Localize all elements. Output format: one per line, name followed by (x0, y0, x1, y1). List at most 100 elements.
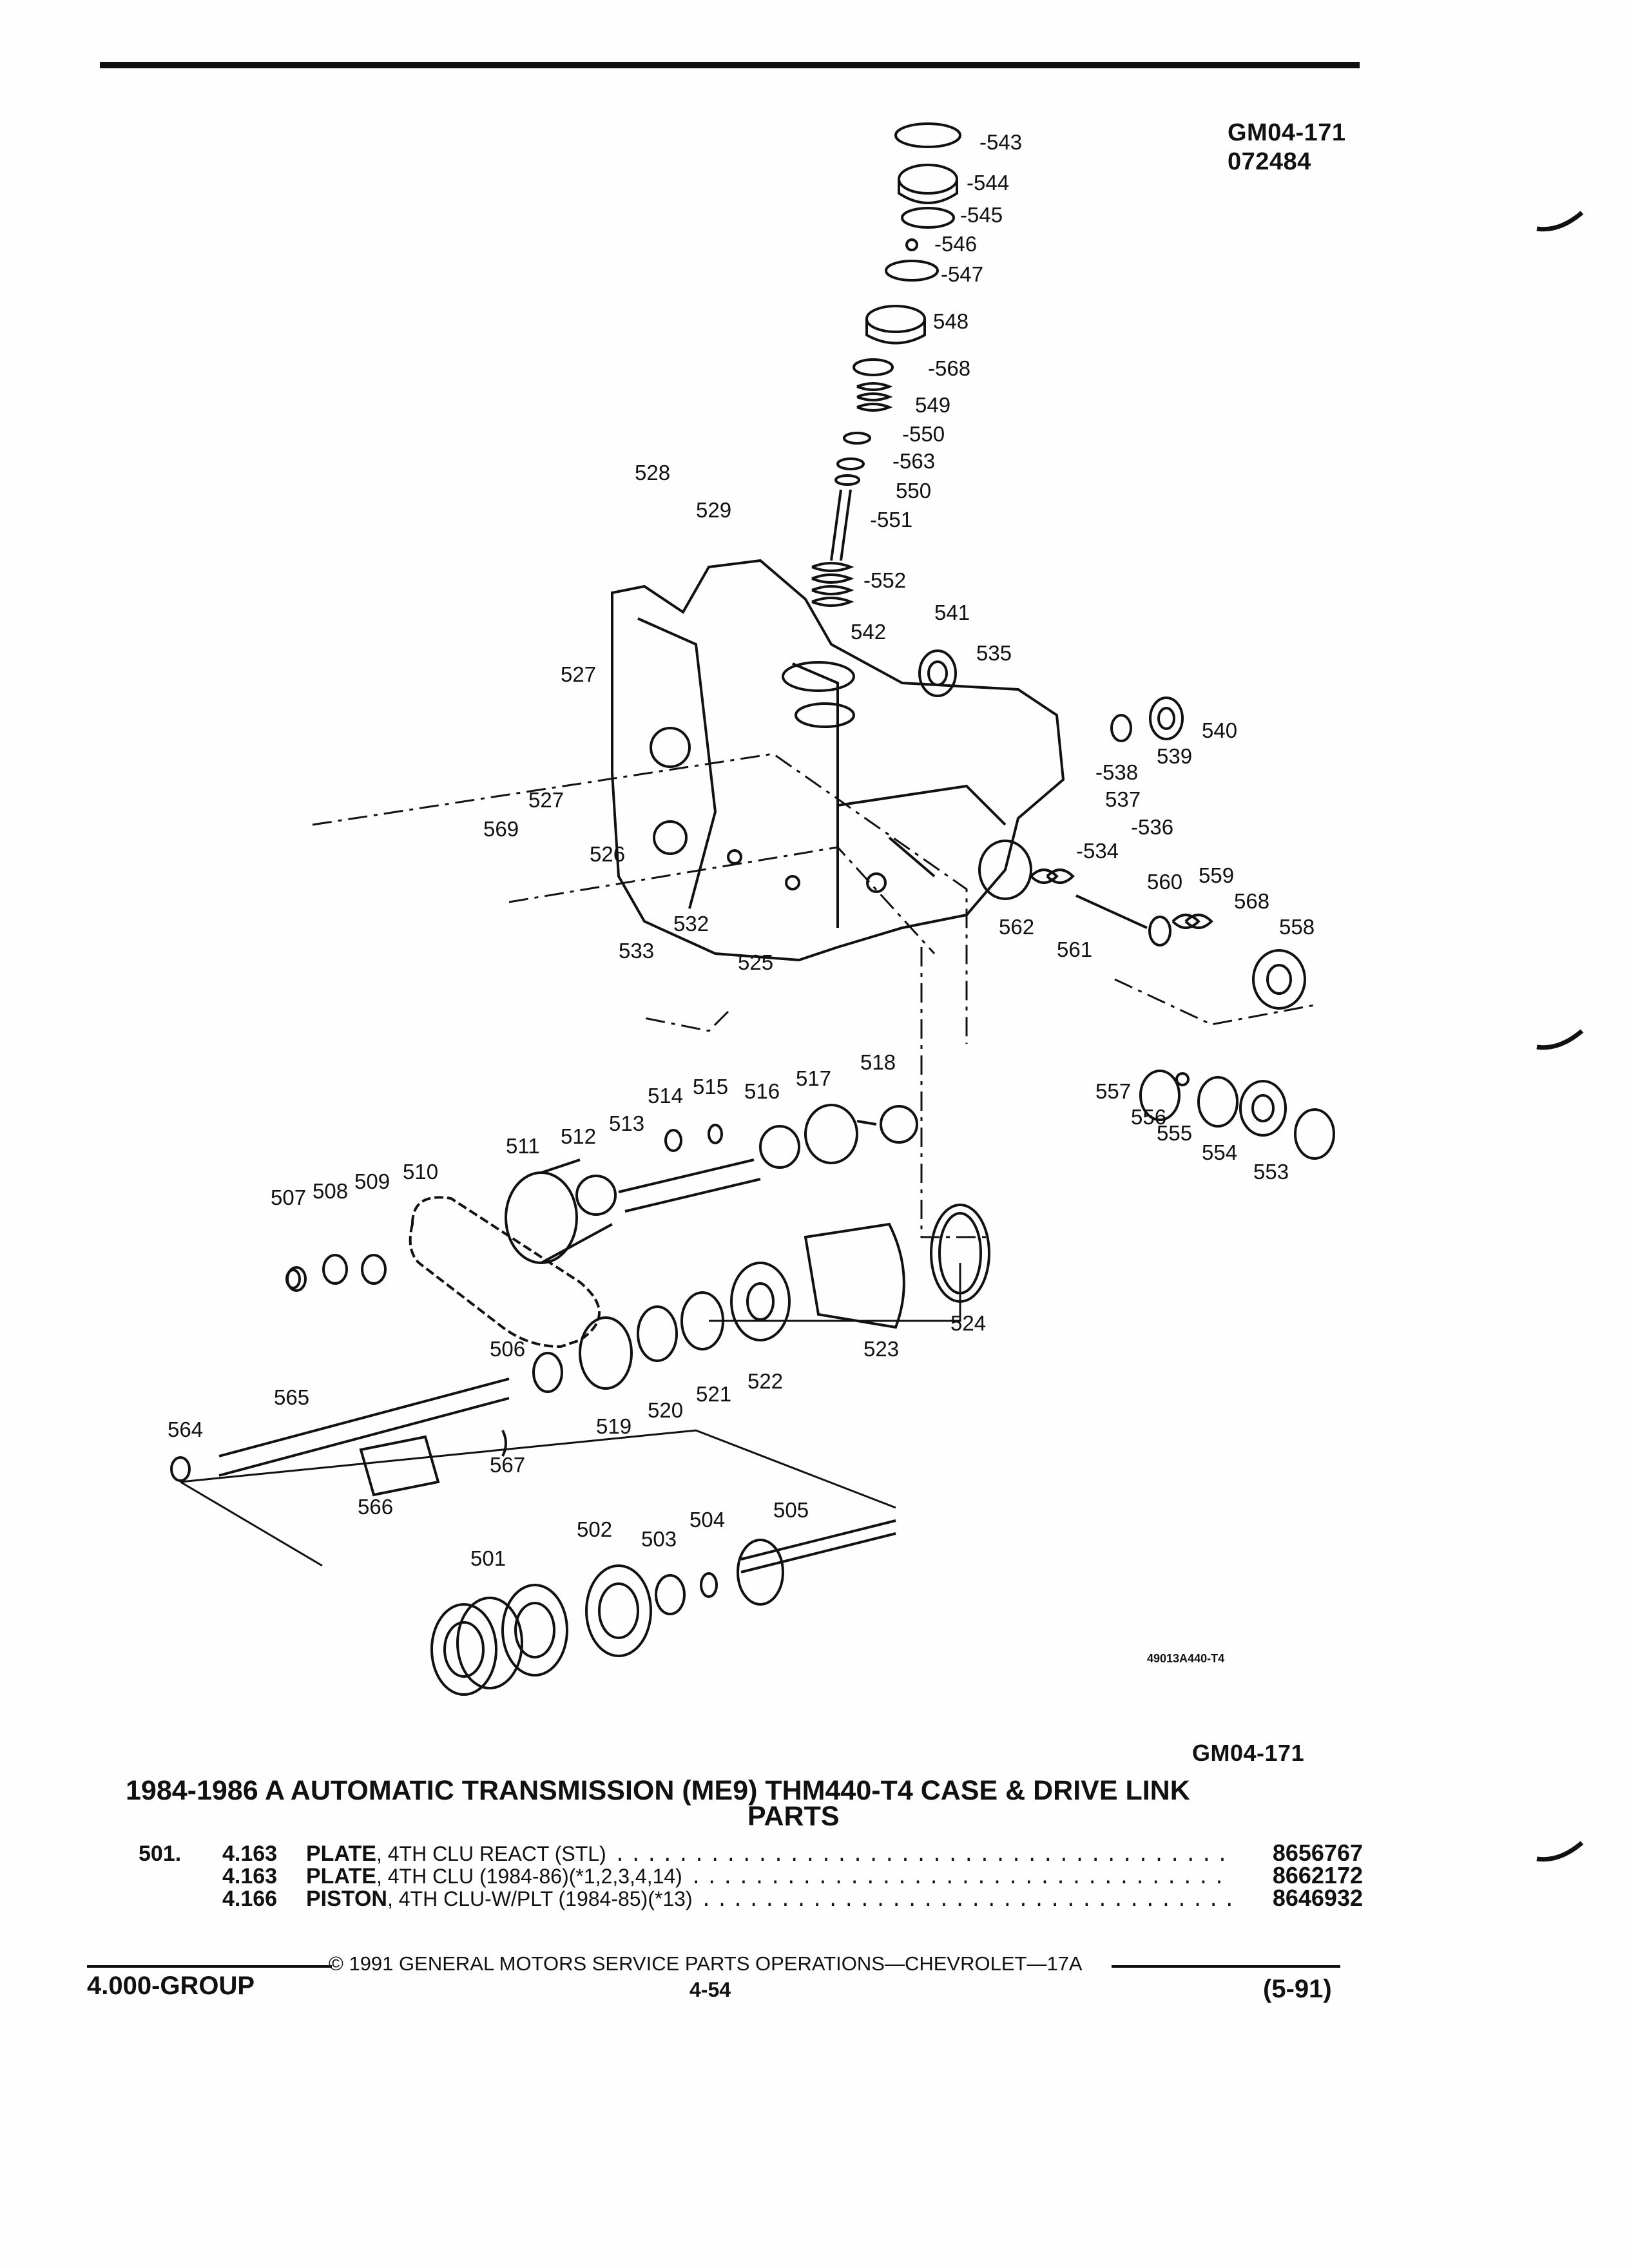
callout-label: 528 (635, 461, 670, 485)
callout-label: 513 (609, 1111, 644, 1135)
callout-label: 505 (773, 1498, 809, 1522)
callout-label: -550 (902, 422, 945, 446)
callout-label: 508 (313, 1179, 348, 1203)
callout-label: 515 (693, 1075, 728, 1099)
image-id: 49013A440-T4 (1147, 1652, 1224, 1665)
part-name: PISTON (306, 1887, 387, 1911)
callout-label: -568 (928, 356, 970, 380)
margin-mark (1536, 1841, 1584, 1862)
footer-page-number: 4-54 (689, 1978, 731, 2001)
callout-label: 522 (747, 1369, 783, 1393)
callout-label: 556 (1131, 1105, 1166, 1129)
top-rule (100, 62, 1360, 68)
side-parts (918, 649, 1335, 1160)
callout-label: 554 (1202, 1140, 1237, 1164)
callout-label: -552 (863, 568, 906, 592)
part-description: PLATE, 4TH CLU (1984-86)(*1,2,3,4,14) (306, 1864, 682, 1889)
callout-label: 511 (506, 1134, 540, 1158)
callout-label: 514 (648, 1084, 683, 1108)
callout-label: 523 (863, 1337, 899, 1361)
callout-label: 568 (1234, 889, 1269, 913)
callout-label: 549 (915, 393, 950, 417)
footer-rule-right (1112, 1965, 1340, 1968)
callout-label: 521 (696, 1382, 731, 1406)
callout-label: 519 (596, 1414, 631, 1438)
callout-label: -534 (1076, 839, 1119, 863)
callout-label: -544 (967, 171, 1009, 195)
callout-label: 501 (470, 1546, 506, 1570)
callout-label: 517 (796, 1066, 831, 1090)
callout-label: -546 (934, 232, 977, 256)
leader-dots: ........................................… (689, 1867, 1233, 1890)
callout-label: -551 (870, 508, 912, 532)
callout-label: 567 (490, 1453, 525, 1477)
callout-label: -545 (960, 203, 1003, 227)
callout-label: -536 (1131, 815, 1173, 839)
footer-group: 4.000-GROUP (87, 1972, 255, 2000)
callout-label: 518 (860, 1050, 896, 1074)
part-number: 8656767 (1272, 1840, 1363, 1866)
part-name: PLATE (306, 1864, 376, 1888)
part-detail: , 4TH CLU REACT (STL) (376, 1842, 606, 1865)
callout-label: 527 (528, 788, 564, 812)
item-number: 501. (139, 1841, 182, 1866)
figure-code: GM04-171 (1192, 1740, 1305, 1766)
callout-label: 562 (999, 915, 1034, 939)
callout-label: 553 (1253, 1160, 1289, 1184)
callout-label: 542 (851, 620, 886, 644)
callout-label: 525 (738, 950, 773, 974)
callout-label: 516 (744, 1079, 780, 1103)
leader-dots: ........................................… (700, 1890, 1233, 1912)
callout-label: 502 (577, 1517, 612, 1541)
part-description: PLATE, 4TH CLU REACT (STL) (306, 1841, 606, 1867)
parts-row: 4.166 PISTON, 4TH CLU-W/PLT (1984-85)(*1… (139, 1885, 1363, 1912)
callout-label: 566 (358, 1495, 393, 1519)
group-number: 4.163 (222, 1841, 278, 1866)
callout-label: -543 (979, 130, 1022, 154)
callout-label: 550 (896, 479, 931, 503)
header-code: GM04-171 (1228, 119, 1346, 146)
callout-label: -563 (892, 449, 935, 473)
callout-label: 565 (274, 1385, 309, 1409)
part-number: 8662172 (1272, 1862, 1363, 1888)
callout-label: 561 (1057, 937, 1092, 961)
callout-label: 524 (950, 1311, 986, 1335)
leader-dots: ........................................… (613, 1845, 1233, 1867)
exploded-parts-diagram: -543 -544 -545 -546 -547 548 -568 549 -5… (168, 122, 1335, 1696)
margin-mark (1536, 1029, 1584, 1050)
part-description: PISTON, 4TH CLU-W/PLT (1984-85)(*13) (306, 1887, 693, 1912)
callout-label: 537 (1105, 787, 1141, 811)
callout-label: 512 (561, 1124, 596, 1148)
part-number: 8646932 (1272, 1885, 1363, 1911)
callout-label: 569 (483, 817, 519, 841)
callout-label: 509 (354, 1169, 390, 1193)
part-detail: , 4TH CLU-W/PLT (1984-85)(*13) (387, 1887, 693, 1910)
callout-label: 564 (168, 1418, 203, 1441)
callout-label: 540 (1202, 718, 1237, 742)
callout-label: 555 (1157, 1121, 1192, 1145)
footer-rule-left (87, 1965, 332, 1968)
callout-label: 535 (976, 641, 1012, 665)
callout-label: 507 (271, 1186, 306, 1209)
servo-stack (811, 122, 961, 607)
margin-mark (1536, 211, 1584, 232)
transmission-case (611, 559, 1065, 962)
parts-list: 501. 4.163 PLATE, 4TH CLU REACT (STL) ..… (139, 1840, 1363, 1912)
drive-link-assembly (170, 1104, 990, 1696)
callout-label: 557 (1095, 1079, 1131, 1103)
callout-label: 510 (403, 1160, 438, 1184)
part-name: PLATE (306, 1841, 376, 1866)
parts-row: 501. 4.163 PLATE, 4TH CLU REACT (STL) ..… (139, 1840, 1363, 1867)
callout-label: 560 (1147, 870, 1182, 894)
callout-label: -538 (1095, 760, 1138, 784)
header-date-code: 072484 (1228, 148, 1311, 175)
callout-label: 506 (490, 1337, 525, 1361)
page-title: 1984-1986 A AUTOMATIC TRANSMISSION (ME9)… (126, 1775, 1190, 1806)
callout-label: 520 (648, 1398, 683, 1422)
callout-label: 526 (590, 842, 625, 866)
callout-label: 529 (696, 498, 731, 522)
callout-label: 503 (641, 1527, 677, 1551)
part-detail: , 4TH CLU (1984-86)(*1,2,3,4,14) (376, 1865, 682, 1888)
footer-revision: (5-91) (1263, 1975, 1332, 2003)
callout-label: 539 (1157, 744, 1192, 768)
